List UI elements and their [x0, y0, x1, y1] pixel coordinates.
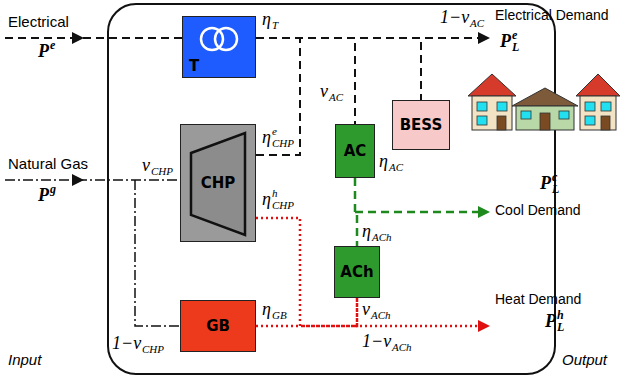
- power-symbol: P: [500, 32, 511, 52]
- transformer-box: T: [182, 16, 256, 78]
- hub-outline: [108, 4, 555, 374]
- superscript: e: [272, 125, 277, 137]
- port-label: Heat Demand: [495, 292, 581, 307]
- node-label: GB: [206, 317, 230, 335]
- cool-output-line: [355, 211, 482, 214]
- superscript: e: [50, 39, 55, 52]
- side-label: Input: [8, 352, 41, 369]
- node-label: BESS: [400, 116, 443, 134]
- subscript: CHP: [142, 343, 164, 355]
- subscript: T: [272, 19, 278, 31]
- electric-input-line: [5, 37, 182, 39]
- flow-label: 1−v: [112, 334, 141, 354]
- superscript: c: [552, 171, 557, 184]
- arrow-head: [478, 320, 490, 332]
- transformer-symbol: [183, 17, 255, 57]
- node-label: AC: [344, 142, 367, 160]
- subscript: L: [557, 321, 564, 334]
- subscript: L: [512, 41, 519, 54]
- arrow-head: [72, 174, 84, 186]
- side-label: Output: [562, 352, 607, 369]
- power-symbol: P: [545, 312, 556, 332]
- flow-label: 1−v: [362, 332, 391, 352]
- arrow-head: [478, 206, 490, 218]
- heat-flow-line: [256, 298, 357, 326]
- flow-label: η: [362, 222, 371, 242]
- superscript: g: [50, 183, 56, 196]
- subscript: ACh: [371, 309, 391, 321]
- flow-label: v: [362, 300, 370, 320]
- chp-unit-box: CHP: [180, 124, 256, 242]
- subscript: AC: [329, 91, 343, 103]
- subscript: AC: [470, 17, 484, 29]
- flow-label: v: [142, 156, 150, 176]
- subscript: AC: [389, 161, 403, 173]
- port-label: Natural Gas: [8, 156, 88, 173]
- subscript: CHP: [272, 137, 294, 149]
- flow-label: η: [262, 190, 271, 210]
- node-label: ACh: [340, 263, 373, 281]
- flow-label: v: [320, 82, 328, 102]
- node-label: T: [189, 57, 199, 75]
- heat-output-line: [355, 325, 482, 328]
- arrow-head: [72, 32, 84, 44]
- port-label: Electrical Demand: [495, 8, 609, 23]
- port-label: Cool Demand: [495, 203, 581, 218]
- node-label: CHP: [201, 174, 236, 192]
- subscript: GB: [272, 309, 287, 321]
- electric-chiller-box: AC: [335, 124, 375, 178]
- flow-label: 1−v: [440, 8, 469, 28]
- subscript: L: [552, 183, 559, 196]
- electric-flow-line: [256, 38, 355, 124]
- gas-input-line: [5, 179, 180, 181]
- flow-label: η: [262, 128, 271, 148]
- gas-boiler-box: GB: [180, 300, 256, 352]
- battery-storage-box: BESS: [392, 100, 450, 150]
- electric-flow-line: [256, 38, 421, 100]
- gas-branch-line: [135, 180, 180, 326]
- subscript: CHP: [151, 165, 173, 177]
- cool-flow-line: [355, 178, 357, 246]
- port-label: Electrical: [8, 14, 69, 31]
- superscript: h: [557, 309, 564, 322]
- subscript: ACh: [372, 231, 392, 243]
- superscript: h: [272, 187, 278, 199]
- power-symbol: P: [38, 42, 49, 62]
- superscript: e: [512, 29, 517, 42]
- flow-label: η: [379, 152, 388, 172]
- subscript: CHP: [272, 199, 294, 211]
- subscript: ACh: [392, 341, 412, 353]
- power-symbol: P: [540, 174, 551, 194]
- flow-label: η: [262, 300, 271, 320]
- power-symbol: P: [38, 186, 49, 206]
- arrow-head: [478, 32, 490, 44]
- houses-illustration: [468, 74, 620, 130]
- flow-label: η: [262, 10, 271, 30]
- absorption-chiller-box: ACh: [334, 246, 380, 298]
